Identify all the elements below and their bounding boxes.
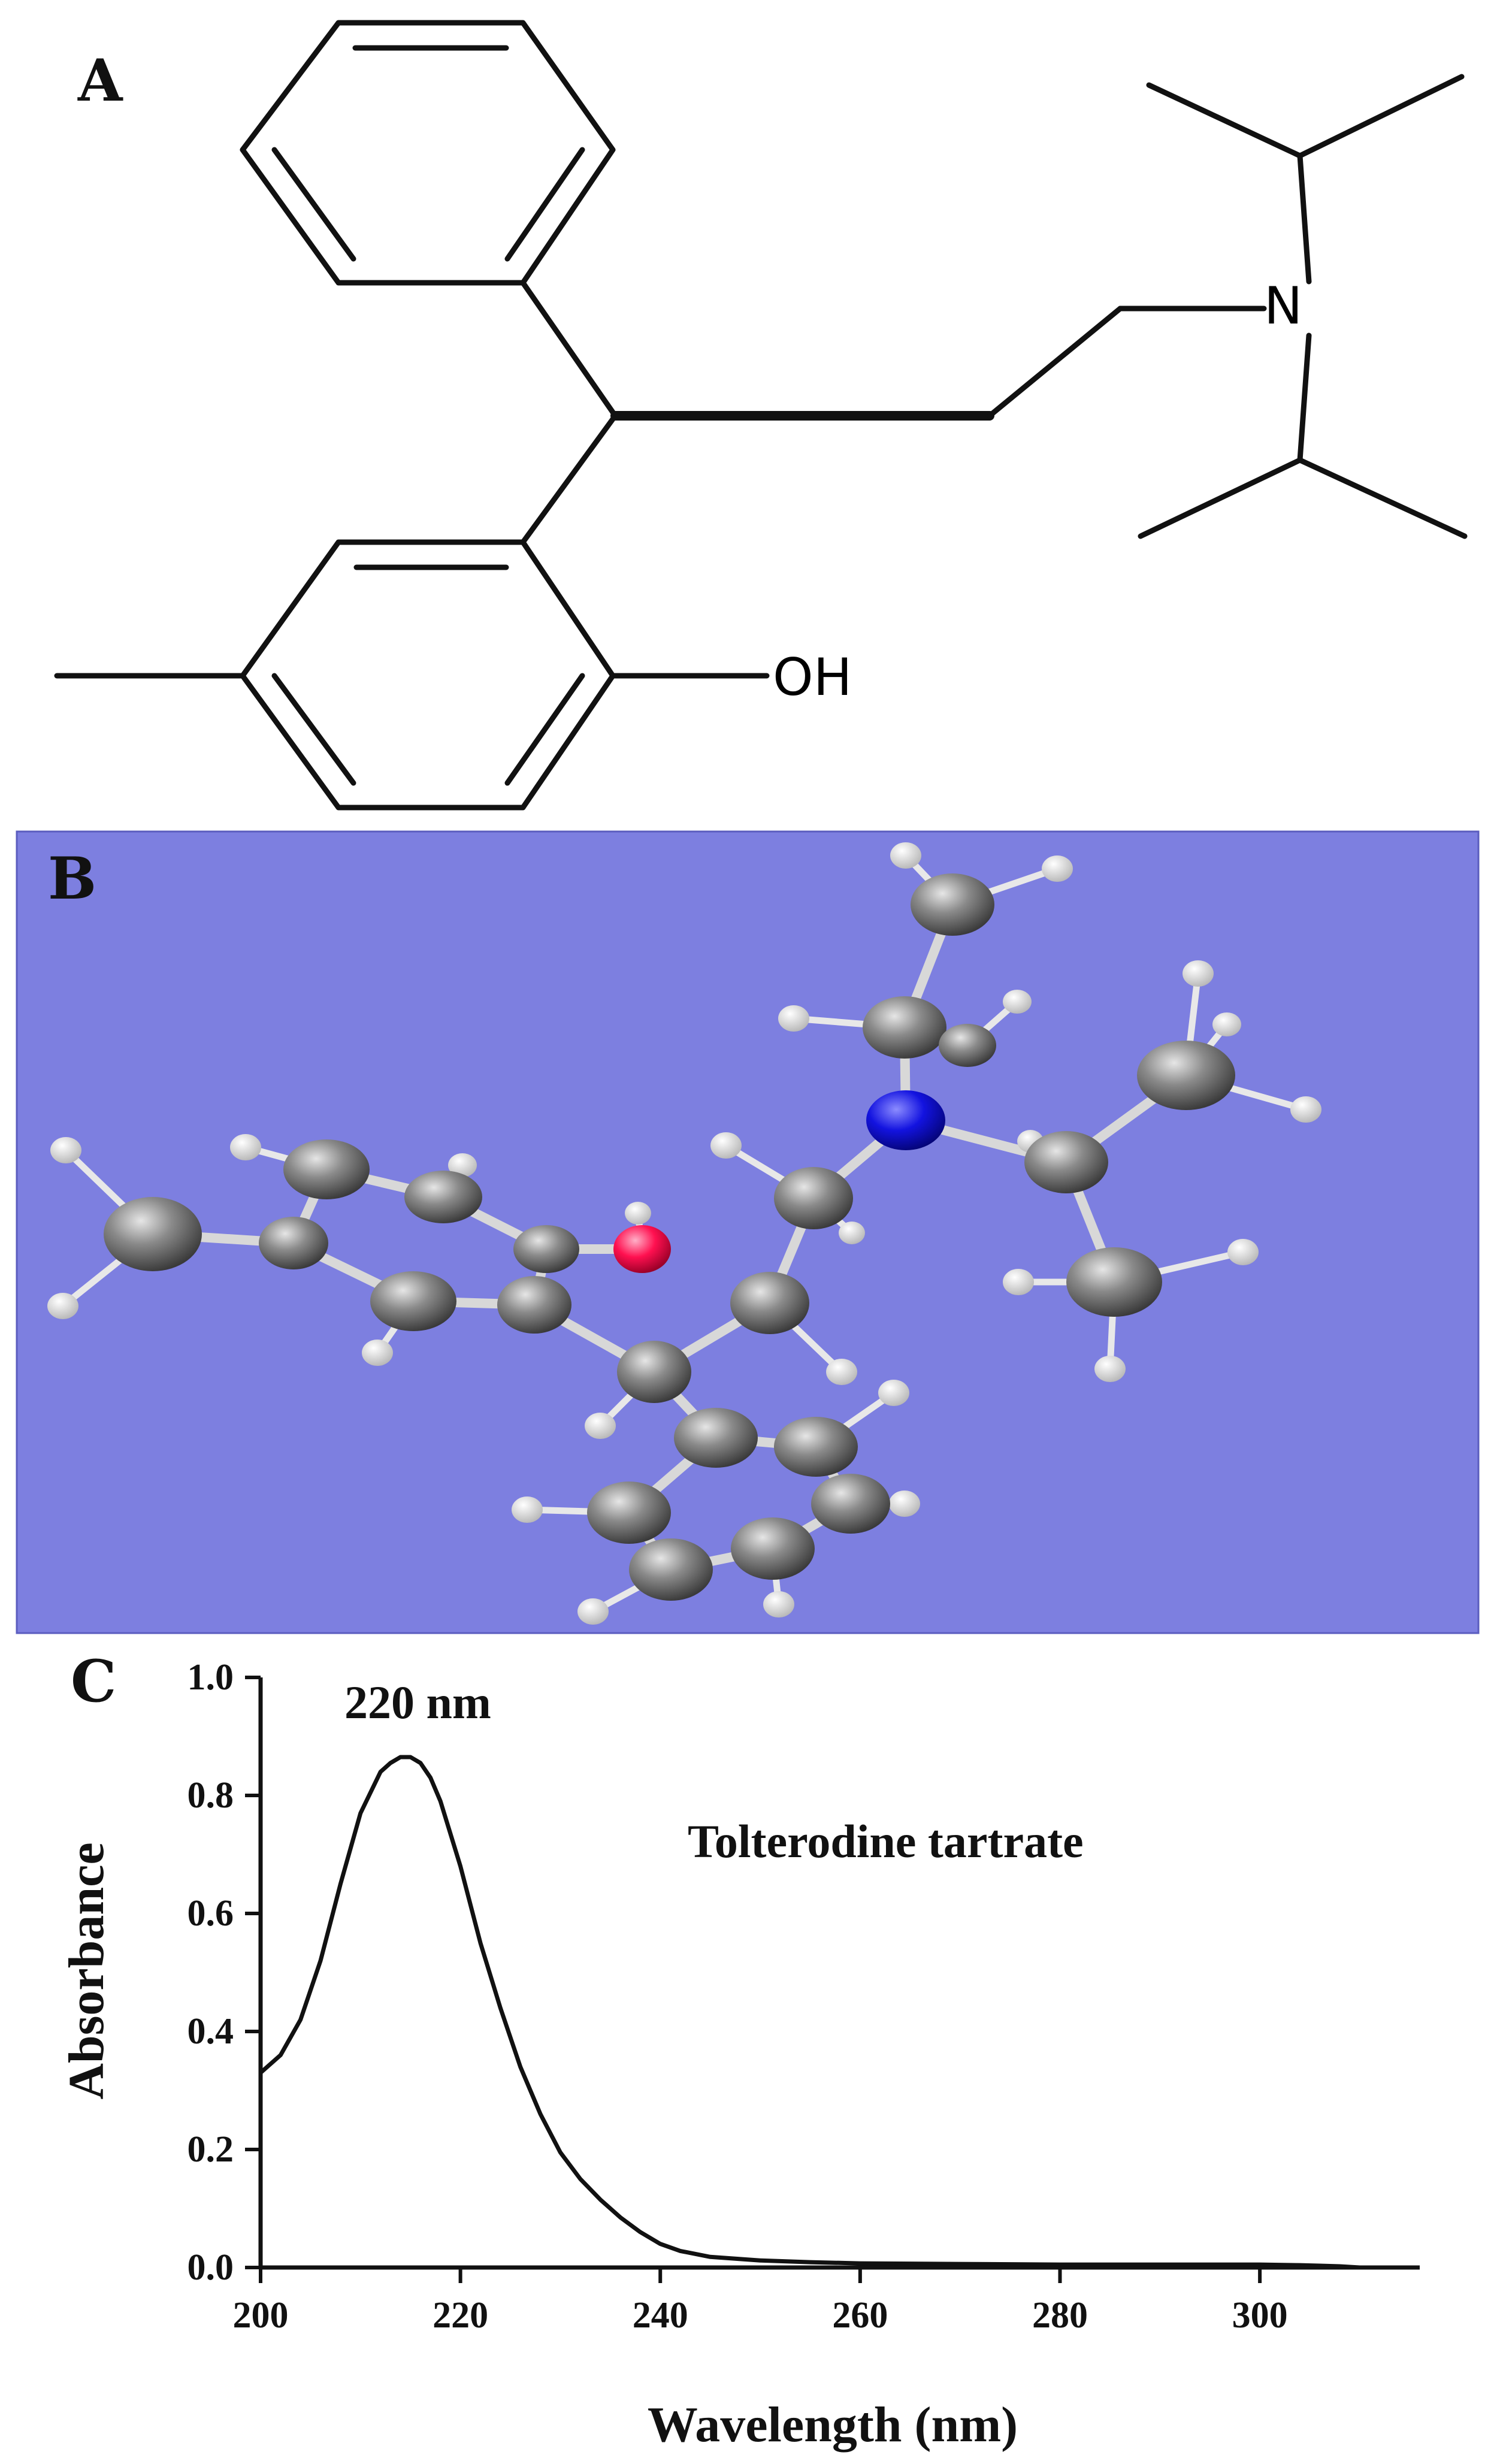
peak-label: 220 nm — [344, 1676, 491, 1728]
carbon-atom — [283, 1139, 370, 1199]
bond-ch-me-bottom-right — [1297, 457, 1468, 539]
hydrogen-atom — [47, 1293, 78, 1319]
hydrogen-atom — [625, 1202, 651, 1225]
carbon-atom — [370, 1271, 456, 1331]
hydrogen-atom — [448, 1153, 477, 1177]
x-tick-label: 280 — [1032, 2295, 1088, 2336]
carbon-atom — [1024, 1131, 1108, 1193]
hydrogen-atom — [1227, 1239, 1259, 1265]
carbon-atom — [404, 1171, 482, 1223]
y-tick-label: 0.2 — [187, 2129, 234, 2170]
hydrogen-atom — [1212, 1012, 1241, 1036]
carbon-atom — [513, 1225, 579, 1273]
nitrogen-atom — [866, 1090, 945, 1150]
hydrogen-atom — [890, 842, 921, 869]
hydrogen-atom — [1042, 855, 1073, 882]
carbon-atom — [104, 1197, 202, 1271]
carbon-atom — [629, 1538, 713, 1601]
y-tick-label: 0.0 — [187, 2247, 234, 2288]
y-axis-title: Absorbance — [59, 1842, 114, 2099]
carbon-atom — [811, 1474, 890, 1534]
hydrogen-atom — [585, 1413, 616, 1439]
cresol-inner-bond-2 — [504, 673, 585, 786]
bond-ch-me-bottom-left — [1138, 457, 1303, 539]
bond-phenyl-chiral — [520, 280, 618, 419]
panel-a: A — [54, 20, 1468, 811]
bond-ch-me-top-left — [1146, 82, 1303, 159]
carbon-atom — [1066, 1247, 1162, 1317]
y-tick-label: 0.8 — [187, 1775, 234, 1816]
x-tick-label: 200 — [233, 2295, 289, 2336]
bond-ch-me-top-right — [1297, 74, 1465, 159]
absorbance-curve — [259, 1755, 1360, 2270]
hydrogen-atom — [778, 1005, 809, 1032]
carbon-atom — [730, 1272, 809, 1334]
x-tick-label: 240 — [633, 2295, 688, 2336]
hydrogen-atom — [1094, 1356, 1126, 1382]
hydrogen-atom — [230, 1134, 261, 1160]
hydrogen-atom — [50, 1137, 81, 1163]
panel-letter-a: A — [77, 47, 123, 114]
carbon-atom — [731, 1517, 815, 1580]
carbon-atom — [1137, 1041, 1235, 1110]
hydrogen-atom — [1183, 960, 1214, 987]
hydroxyl-label: OH — [773, 648, 852, 708]
hydrogen-atom — [362, 1340, 393, 1366]
x-tick-label: 300 — [1232, 2295, 1288, 2336]
bond-n-ch-bottom — [1297, 332, 1312, 463]
model-background — [16, 830, 1480, 1634]
cresol-ring — [240, 539, 616, 811]
bond-chiral-cresol — [520, 413, 618, 545]
chart-area: 0.0 0.2 0.4 0.6 0.8 1.0 200 220 240 260 280 300 — [187, 1657, 1420, 2336]
cresol-inner-bond-3 — [271, 673, 356, 786]
phenyl-ring — [240, 20, 616, 286]
y-tick-label: 0.4 — [187, 2011, 234, 2052]
phenyl-inner-bond-3 — [271, 147, 356, 262]
y-tick-label: 1.0 — [187, 1657, 234, 1698]
y-tick-label: 0.6 — [187, 1893, 234, 1934]
hydrogen-atom — [1003, 990, 1032, 1014]
bond-ch2-ch2 — [987, 306, 1123, 419]
bond-n-ch-top — [1297, 153, 1312, 285]
hydrogen-atom — [878, 1380, 909, 1406]
x-axis-title: Wavelength (nm) — [648, 2397, 1018, 2453]
hydrogen-atom — [512, 1496, 543, 1523]
hydrogen-atom — [839, 1222, 865, 1244]
carbon-atom — [617, 1341, 691, 1403]
nitrogen-label: N — [1264, 276, 1302, 336]
panel-letter-b: B — [48, 845, 96, 912]
carbon-atom — [774, 1417, 858, 1477]
phenyl-inner-bond-2 — [504, 147, 585, 262]
hydrogen-atom — [763, 1591, 794, 1618]
x-tick-label: 220 — [433, 2295, 488, 2336]
oxygen-atom — [613, 1225, 671, 1273]
carbon-atom — [259, 1217, 328, 1269]
carbon-atom — [774, 1167, 853, 1229]
carbon-atom — [674, 1408, 758, 1468]
hydrogen-atom — [1003, 1269, 1034, 1295]
carbon-atom — [863, 996, 946, 1059]
carbon-atom — [939, 1024, 996, 1067]
hydrogen-atom — [826, 1359, 857, 1385]
panel-b: B — [16, 830, 1480, 1634]
hydrogen-atom — [710, 1132, 742, 1159]
hydrogen-atom — [889, 1491, 920, 1517]
panel-letter-c: C — [71, 1647, 116, 1715]
compound-label: Tolterodine tartrate — [688, 1815, 1084, 1867]
carbon-atom — [911, 873, 994, 936]
hydrogen-atom — [1290, 1096, 1321, 1123]
carbon-atom — [497, 1276, 571, 1334]
carbon-atom — [587, 1482, 671, 1544]
hydrogen-atom — [577, 1598, 609, 1625]
x-tick-label: 260 — [832, 2295, 888, 2336]
